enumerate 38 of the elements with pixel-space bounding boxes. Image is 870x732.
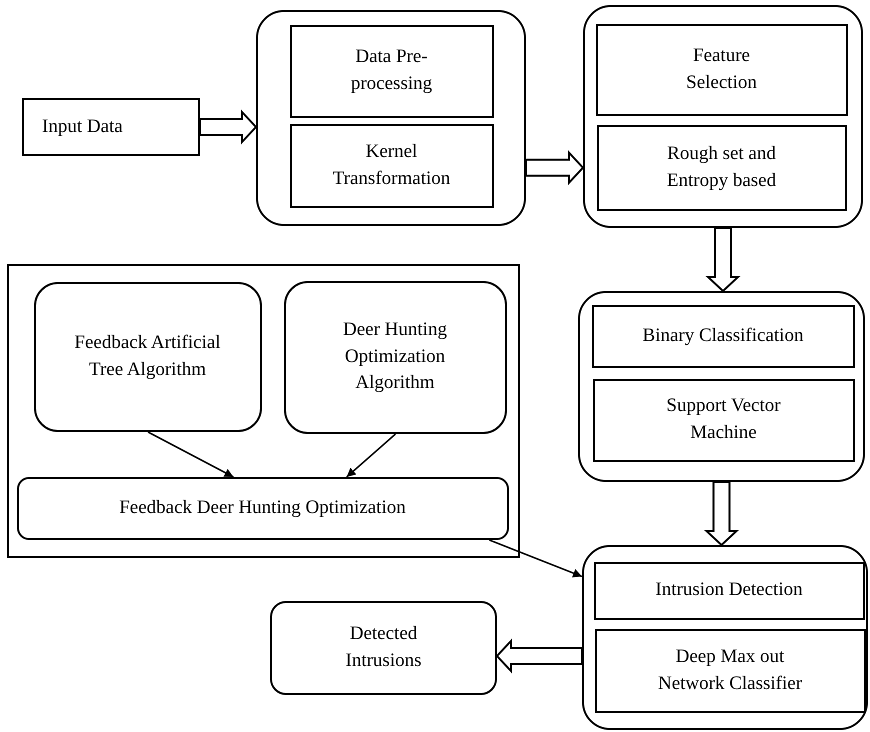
box-label: Input Data <box>42 114 123 139</box>
box-label: Feature Selection <box>685 44 758 94</box>
box-label: Data Pre-processing <box>350 45 434 96</box>
process-box <box>270 601 497 695</box>
process-box <box>592 304 854 368</box>
process-box <box>594 628 866 712</box>
container-box <box>578 291 865 482</box>
block-arrow <box>704 481 740 546</box>
box-label: Intrusion Detection <box>655 578 803 602</box>
block-arrow <box>199 109 258 145</box>
block-arrow <box>705 227 741 292</box>
process-box <box>290 24 494 118</box>
process-box <box>22 98 200 156</box>
box-label: Deep Max out Network Classifier <box>656 644 804 696</box>
process-box <box>596 124 846 210</box>
box-label: Feedback Deer Hunting Optimization <box>119 496 406 520</box>
container-box <box>582 545 868 730</box>
process-box <box>290 124 494 208</box>
arrow <box>346 433 396 478</box>
container-box <box>583 5 863 228</box>
box-label: Rough set and Entropy based <box>666 142 778 192</box>
container-box <box>7 264 520 558</box>
box-label: Detected Intrusions <box>344 622 422 673</box>
container-box <box>256 10 526 226</box>
box-label: Deer Hunting Optimization Algorithm <box>342 318 448 396</box>
block-arrow <box>525 150 584 186</box>
box-label: Binary Classification <box>642 324 804 348</box>
process-box <box>596 24 848 116</box>
box-label: Support Vector Machine <box>665 394 782 445</box>
block-arrow <box>496 638 583 674</box>
process-box <box>594 562 864 620</box>
process-box <box>34 282 262 432</box>
process-box <box>284 280 506 434</box>
box-label: Feedback Artificial Tree Algorithm <box>73 330 222 382</box>
arrow <box>148 431 234 478</box>
box-label: Kernel Transformation <box>332 140 452 190</box>
process-box <box>592 378 854 462</box>
process-box <box>16 476 508 540</box>
